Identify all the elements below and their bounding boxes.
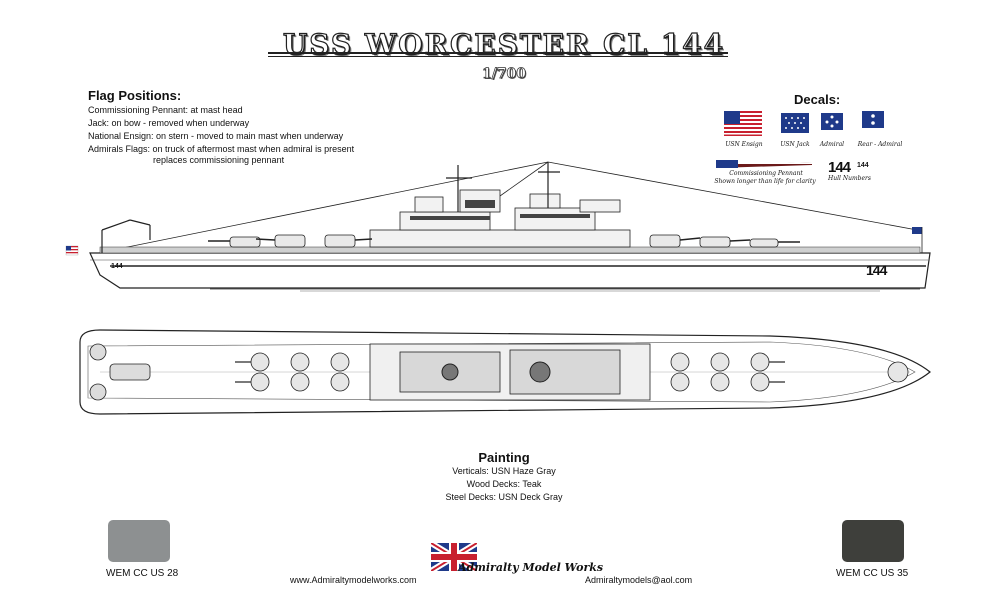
pennant-caption-note: Shown longer than life for clarity — [714, 178, 816, 185]
ship-plan-drawing — [79, 329, 931, 415]
admiral-flag-decal — [821, 113, 843, 130]
painting-line: Wood Decks: Teak — [466, 479, 542, 489]
decal-caption: USN Jack — [780, 141, 810, 148]
flag-position-line: replaces commissioning pennant — [153, 155, 285, 165]
union-jack-logo — [431, 543, 477, 571]
hull-numbers-caption: Hull Numbers — [828, 175, 871, 182]
swatch-label: WEM CC US 35 — [836, 568, 909, 579]
pennant-caption: Commissioning Pennant — [729, 170, 803, 177]
painting-line: Verticals: USN Haze Gray — [452, 466, 556, 476]
page-title: USS WORCESTER CL 144 — [282, 27, 726, 61]
flag-position-line: Jack: on bow - removed when underway — [88, 118, 250, 128]
hull-number-large: 144 — [828, 159, 851, 176]
us-ensign-decal — [724, 111, 762, 136]
painting-line: Steel Decks: USN Deck Gray — [445, 492, 563, 502]
ship-profile-drawing — [65, 161, 931, 292]
haze-gray-swatch — [108, 520, 170, 562]
decal-caption: Admiral — [819, 141, 845, 148]
email-link[interactable]: Admiraltymodels@aol.com — [585, 575, 693, 585]
painting-heading: Painting — [478, 450, 530, 465]
hull-number-small: 144 — [857, 162, 869, 169]
flag-positions-heading: Flag Positions: — [88, 88, 182, 103]
brand-name: Admiralty Model Works — [458, 561, 604, 574]
flag-position-line: National Ensign: on stern - moved to mai… — [88, 131, 344, 141]
commissioning-pennant-decal — [716, 160, 812, 168]
deck-gray-swatch — [842, 520, 904, 562]
title-underline-thin — [268, 56, 728, 57]
scale-label: 1/700 — [481, 66, 527, 83]
swatch-label: WEM CC US 28 — [106, 568, 179, 579]
profile-stern-number: 144 — [111, 263, 123, 270]
profile-bow-number: 144 — [866, 262, 887, 278]
flag-position-line: Admirals Flags: on truck of aftermost ma… — [88, 144, 355, 154]
rear-admiral-flag-decal — [862, 111, 884, 128]
us-jack-decal — [781, 113, 809, 133]
website-link[interactable]: www.Admiraltymodelworks.com — [290, 575, 417, 585]
decal-caption: USN Ensign — [725, 141, 763, 148]
title-underline — [268, 52, 728, 54]
flag-position-line: Commissioning Pennant: at mast head — [88, 105, 243, 115]
decal-caption: Rear - Admiral — [857, 141, 903, 148]
decals-heading: Decals: — [794, 92, 841, 107]
